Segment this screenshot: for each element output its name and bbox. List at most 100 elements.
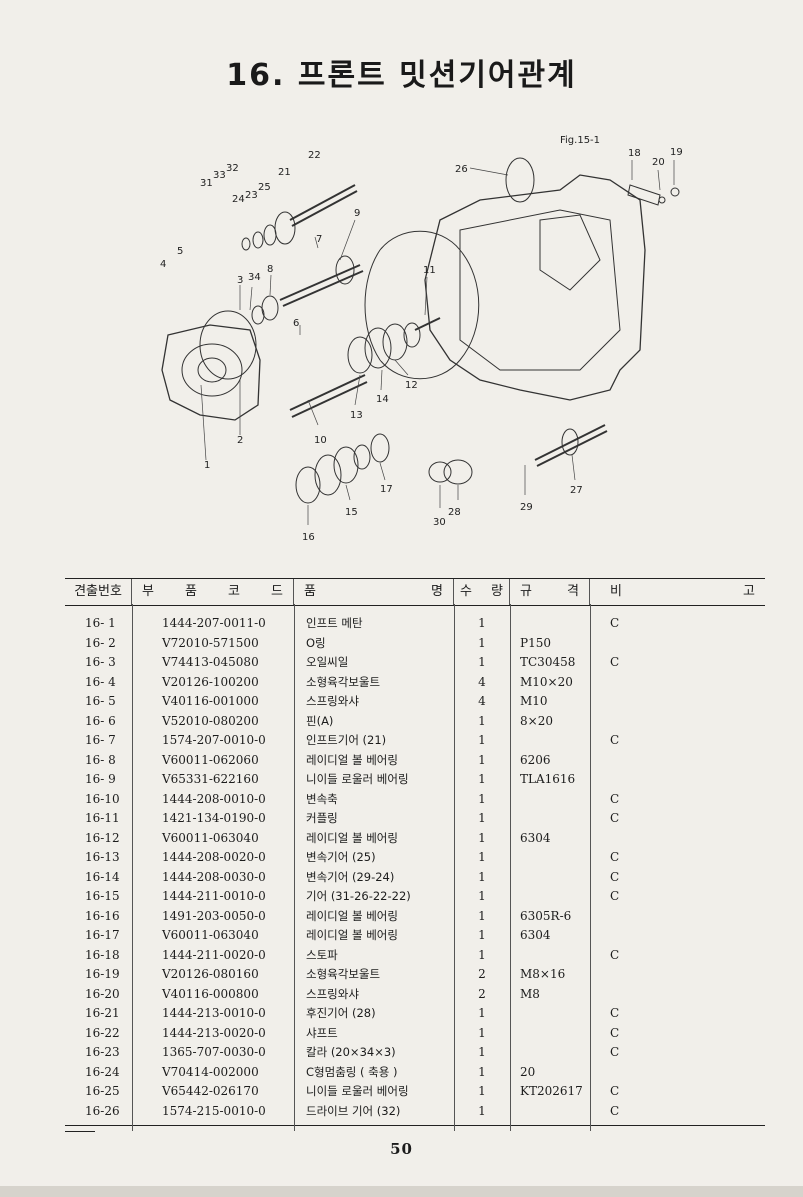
quantity: 1 bbox=[478, 850, 486, 864]
specification bbox=[510, 1102, 590, 1122]
row-number: 16-24 bbox=[85, 1064, 120, 1079]
quantity: 1 bbox=[478, 1045, 486, 1059]
part-name: 레이디얼 볼 베어링 bbox=[306, 908, 398, 923]
row-number: 16-19 bbox=[85, 967, 120, 981]
callout-12: 12 bbox=[405, 380, 418, 391]
row-number: 16-15 bbox=[85, 889, 120, 903]
callout-33: 33 bbox=[213, 170, 226, 181]
remark: C bbox=[610, 1025, 620, 1040]
callout-7: 7 bbox=[316, 234, 322, 245]
remark: C bbox=[610, 733, 620, 747]
part-code: V20126-080160 bbox=[162, 967, 259, 981]
specification bbox=[510, 1024, 590, 1044]
row-number: 16-17 bbox=[85, 928, 120, 942]
quantity: 4 bbox=[478, 694, 486, 708]
column-divider bbox=[510, 604, 511, 1131]
row-number: 16-25 bbox=[85, 1084, 120, 1098]
specification: 6305R-6 bbox=[520, 908, 572, 923]
quantity: 4 bbox=[478, 674, 486, 689]
specification: KT202617 bbox=[520, 1084, 583, 1098]
remark bbox=[590, 907, 765, 927]
row-number: 16- 9 bbox=[85, 772, 116, 786]
remark bbox=[590, 751, 765, 771]
remark bbox=[590, 985, 765, 1005]
remark: C bbox=[610, 1084, 620, 1098]
exploded-diagram: 1 2 3 4 5 6 7 8 9 10 11 12 13 14 15 16 1… bbox=[160, 135, 683, 543]
row-number: 16- 6 bbox=[85, 713, 116, 728]
quantity: 1 bbox=[478, 889, 486, 903]
part-code: 1444-208-0030-0 bbox=[162, 869, 266, 884]
quantity: 1 bbox=[478, 811, 486, 825]
part-name: 니이들 로울러 베어링 bbox=[306, 772, 409, 786]
part-code: V40116-001000 bbox=[162, 694, 259, 708]
part-code: V70414-002000 bbox=[162, 1064, 259, 1079]
remark: C bbox=[610, 947, 620, 962]
column-divider bbox=[132, 604, 133, 1131]
quantity: 1 bbox=[478, 1084, 486, 1098]
remark: C bbox=[610, 850, 620, 864]
quantity: 1 bbox=[478, 772, 486, 786]
remark: C bbox=[610, 1103, 620, 1118]
part-code: 1574-207-0010-0 bbox=[162, 733, 266, 747]
callout-1: 1 bbox=[204, 460, 210, 471]
callout-4: 4 bbox=[160, 259, 166, 270]
part-code: 1444-208-0010-0 bbox=[162, 791, 266, 806]
part-name: 소형육각보울트 bbox=[306, 674, 381, 689]
part-code: V60011-063040 bbox=[162, 830, 259, 845]
row-number: 16-12 bbox=[85, 830, 120, 845]
specification: 8×20 bbox=[520, 713, 553, 728]
part-code: V65442-026170 bbox=[162, 1084, 259, 1098]
column-divider bbox=[454, 604, 455, 1131]
header-no: 견출번호 bbox=[65, 579, 132, 605]
part-name: 변속기어 (29-24) bbox=[306, 869, 395, 884]
callout-28: 28 bbox=[448, 507, 461, 518]
remark: C bbox=[610, 869, 620, 884]
quantity: 1 bbox=[478, 830, 486, 845]
row-number: 16- 8 bbox=[85, 752, 116, 767]
callout-26: 26 bbox=[455, 164, 468, 175]
figure-label: Fig.15-1 bbox=[560, 135, 600, 146]
callout-20: 20 bbox=[652, 157, 665, 168]
specification: P150 bbox=[520, 635, 551, 650]
part-name: 인프트 메탄 bbox=[306, 616, 363, 630]
row-number: 16- 3 bbox=[85, 655, 116, 669]
part-name: 스프링와샤 bbox=[306, 694, 359, 708]
quantity: 1 bbox=[478, 869, 486, 884]
part-code: 1444-211-0020-0 bbox=[162, 947, 266, 962]
specification bbox=[510, 790, 590, 810]
quantity: 1 bbox=[478, 752, 486, 767]
quantity: 1 bbox=[478, 791, 486, 806]
specification: 6304 bbox=[520, 928, 551, 942]
row-number: 16-20 bbox=[85, 986, 120, 1001]
callout-9: 9 bbox=[354, 208, 360, 219]
quantity: 1 bbox=[478, 1103, 486, 1118]
part-code: V60011-063040 bbox=[162, 928, 259, 942]
row-number: 16- 5 bbox=[85, 694, 116, 708]
remark bbox=[590, 926, 765, 946]
specification: TLA1616 bbox=[520, 772, 576, 786]
remark bbox=[590, 712, 765, 732]
remark: C bbox=[610, 889, 620, 903]
part-code: V72010-571500 bbox=[162, 635, 259, 650]
part-name: 오일씨일 bbox=[306, 655, 349, 669]
part-code: 1421-134-0190-0 bbox=[162, 811, 266, 825]
callout-34: 34 bbox=[248, 272, 261, 283]
part-name: 커플링 bbox=[306, 811, 338, 825]
remark: C bbox=[610, 811, 620, 825]
quantity: 1 bbox=[478, 1064, 486, 1079]
